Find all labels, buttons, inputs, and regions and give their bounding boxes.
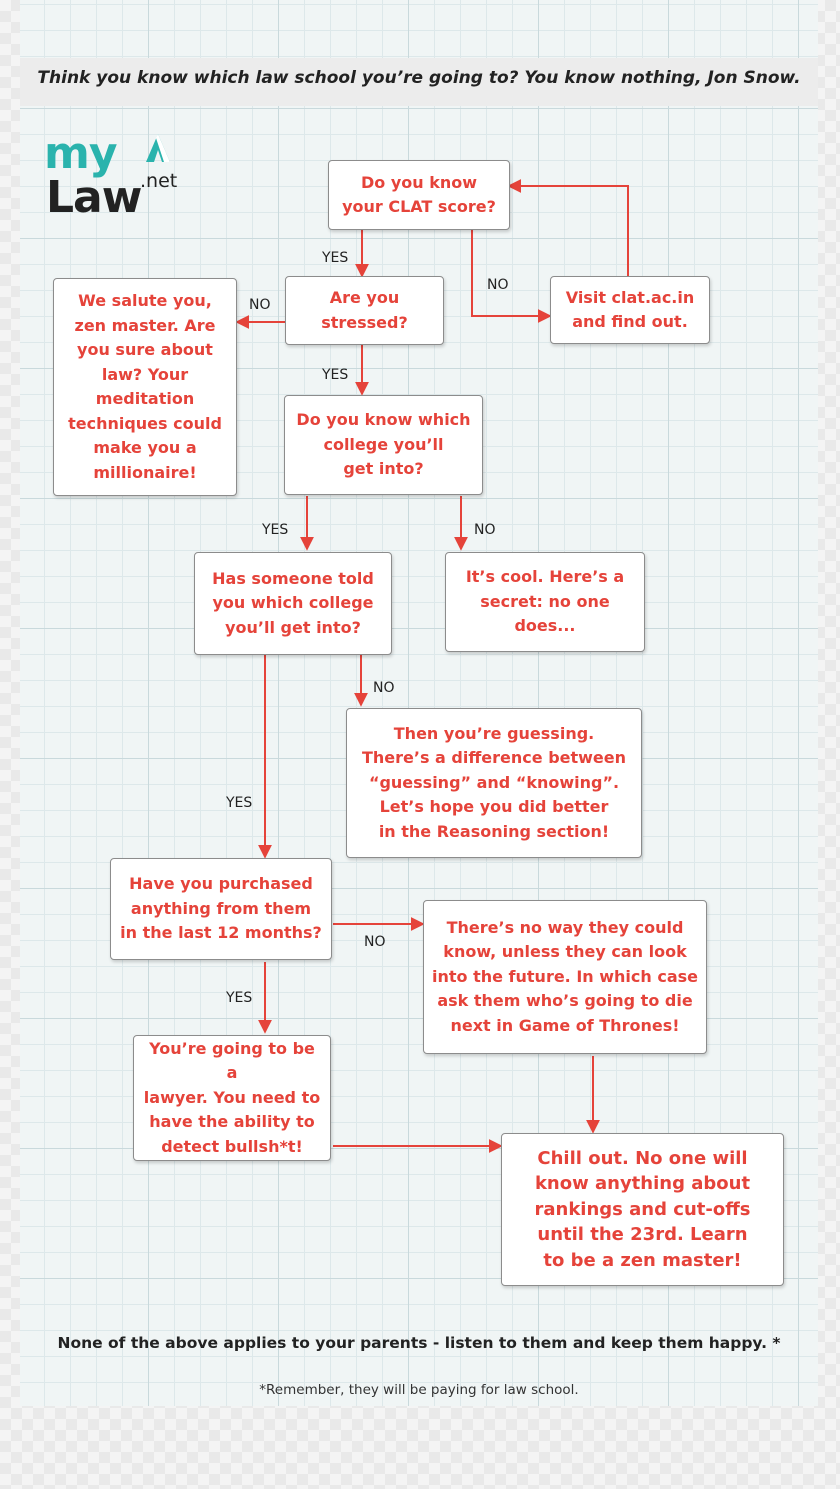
node-purchased: Have you purchased anything from them in… xyxy=(110,858,332,960)
arrow-clat-no xyxy=(471,230,552,323)
header-band xyxy=(20,58,818,106)
label-stressed-no: NO xyxy=(249,297,271,313)
logo-net: .net xyxy=(140,170,178,192)
caret-icon xyxy=(146,134,170,162)
label-purchased-no: NO xyxy=(364,934,386,950)
node-chill-out: Chill out. No one will know anything abo… xyxy=(501,1133,784,1286)
mylaw-logo: my .net Law xyxy=(44,130,194,240)
label-college-yes: YES xyxy=(262,522,289,538)
label-clat-no: NO xyxy=(487,277,509,293)
label-purchased-yes: YES xyxy=(226,990,253,1006)
label-told-yes: YES xyxy=(226,795,253,811)
node-stressed: Are you stressed? xyxy=(285,276,444,345)
logo-my: my xyxy=(44,128,118,179)
node-no-one-does: It’s cool. Here’s a secret: no one does.… xyxy=(445,552,645,652)
node-zen-master: We salute you, zen master. Are you sure … xyxy=(53,278,237,496)
arrow-visit-back xyxy=(507,179,629,276)
label-college-no: NO xyxy=(474,522,496,538)
node-clat-score: Do you know your CLAT score? xyxy=(328,160,510,230)
label-told-no: NO xyxy=(373,680,395,696)
label-clat-yes: YES xyxy=(322,250,349,266)
node-lawyer: You’re going to be a lawyer. You need to… xyxy=(133,1035,331,1161)
footer-main: None of the above applies to your parent… xyxy=(57,1334,781,1352)
node-no-way: There’s no way they could know, unless t… xyxy=(423,900,707,1054)
label-stressed-yes: YES xyxy=(322,367,349,383)
footer-note: *Remember, they will be paying for law s… xyxy=(259,1382,579,1398)
node-visit-clat: Visit clat.ac.in and find out. xyxy=(550,276,710,344)
node-know-college: Do you know which college you’ll get int… xyxy=(284,395,483,495)
node-guessing: Then you’re guessing. There’s a differen… xyxy=(346,708,642,858)
node-someone-told: Has someone told you which college you’l… xyxy=(194,552,392,655)
grid-paper-background xyxy=(20,0,818,1406)
headline: Think you know which law school you’re g… xyxy=(37,68,801,88)
logo-law: Law xyxy=(46,172,142,223)
